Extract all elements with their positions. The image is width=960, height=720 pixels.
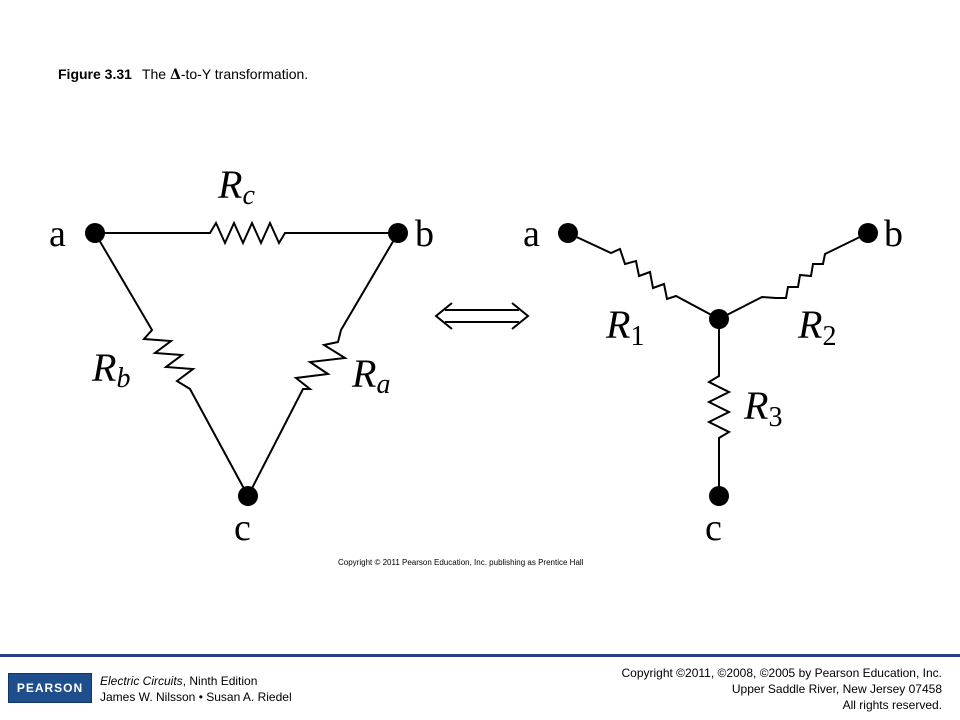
- delta-node-b-label: b: [415, 213, 434, 255]
- caption-text-before: The: [141, 66, 170, 82]
- resistor-rb-label: Rb: [91, 345, 130, 394]
- wye-node-b-dot: [858, 223, 878, 243]
- wye-node-a-dot: [558, 223, 578, 243]
- book-title: Electric Circuits: [100, 674, 183, 688]
- caption-text-after: -to-Y transformation.: [180, 66, 309, 82]
- book-info: Electric Circuits, Ninth Edition James W…: [100, 673, 292, 705]
- resistor-r1-label: R1: [605, 302, 644, 352]
- publisher-copyright-line-2: Upper Saddle River, New Jersey 07458: [731, 682, 942, 696]
- book-authors: James W. Nilsson • Susan A. Riedel: [100, 690, 292, 704]
- wye-node-c-label: c: [705, 507, 722, 549]
- resistor-r2-label: R2: [797, 302, 836, 352]
- footer-divider: [0, 654, 960, 657]
- resistor-ra-label: Ra: [351, 351, 390, 400]
- delta-node-b-dot: [388, 223, 408, 243]
- figure-caption: Figure 3.31 The Δ-to-Y transformation.: [58, 66, 308, 83]
- figure-number: Figure 3.31: [58, 66, 132, 82]
- delta-wire-ac-with-resistor-b: [94, 232, 249, 497]
- wye-wire-b-with-resistor-2: [718, 232, 869, 320]
- resistor-r3-label: R3: [743, 383, 782, 433]
- delta-node-a-label: a: [49, 213, 66, 255]
- wye-center-node-dot: [709, 309, 729, 329]
- book-edition: , Ninth Edition: [182, 674, 258, 688]
- delta-symbol: Δ: [169, 67, 181, 83]
- figure-copyright: Copyright © 2011 Pearson Education, Inc.…: [338, 558, 584, 567]
- double-arrow-icon: [434, 302, 530, 330]
- wye-node-a-label: a: [523, 213, 540, 255]
- delta-wire-ab-with-resistor-c: [95, 220, 398, 246]
- wye-wire-c-with-resistor-3: [706, 319, 732, 496]
- resistor-rc-label: Rc: [217, 162, 255, 211]
- delta-node-c-dot: [238, 486, 258, 506]
- delta-node-a-dot: [85, 223, 105, 243]
- wye-wire-a-with-resistor-1: [567, 232, 720, 320]
- wye-node-c-dot: [709, 486, 729, 506]
- publisher-copyright-line-3: All rights reserved.: [842, 698, 942, 712]
- pearson-logo: PEARSON: [8, 673, 92, 703]
- wye-node-b-label: b: [884, 213, 903, 255]
- publisher-copyright: Copyright ©2011, ©2008, ©2005 by Pearson…: [621, 665, 942, 713]
- publisher-copyright-line-1: Copyright ©2011, ©2008, ©2005 by Pearson…: [621, 666, 942, 680]
- delta-wire-bc-with-resistor-a: [247, 232, 399, 497]
- delta-node-c-label: c: [234, 507, 251, 549]
